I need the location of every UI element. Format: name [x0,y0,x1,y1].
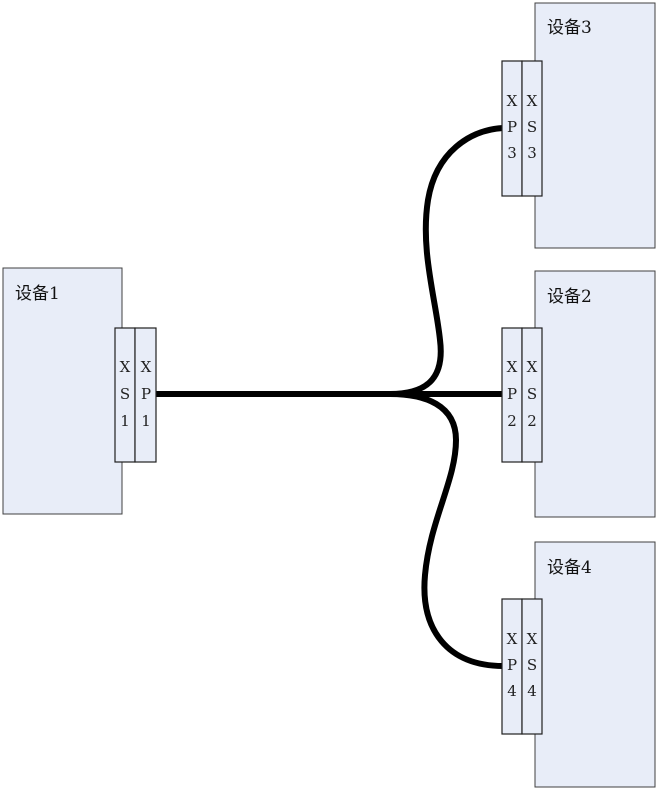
port-xp4: X P 4 [501,598,523,735]
device-4-label: 设备4 [547,558,592,578]
device-4-box [534,541,656,788]
port-xp3: X P 3 [501,60,523,197]
port-xp2-char-2: P [507,385,517,403]
port-xp2-char-1: X [507,358,518,376]
port-xp2-char-3: 2 [507,412,517,430]
port-xp3-char-1: X [507,92,518,110]
port-xp1-char-1: X [141,358,152,376]
port-xs4-char-2: S [527,656,537,674]
port-xp4-char-1: X [507,630,518,648]
port-xp1-char-2: P [141,385,151,403]
port-xs4-char-3: 4 [527,682,537,700]
port-xs2-char-3: 2 [527,412,537,430]
port-xs4: X S 4 [521,598,543,735]
port-xp3-char-2: P [507,118,517,136]
port-xs1: X S 1 [114,327,136,463]
port-xp3-char-3: 3 [507,144,517,162]
device-2-label: 设备2 [547,287,592,307]
device-3-label: 设备3 [547,18,592,38]
device-3: 设备3 [534,2,656,249]
port-xp4-char-2: P [507,656,517,674]
cable-harness [153,125,508,669]
port-xs3-char-1: X [527,92,538,110]
port-xs1-char-2: S [120,385,130,403]
device-2: 设备2 [534,270,656,518]
port-xp4-char-3: 4 [507,682,517,700]
port-xp1-box [134,327,157,463]
device-1-label: 设备1 [15,284,60,304]
device-3-box [534,2,656,249]
device-2-box [534,270,656,518]
port-xs2-char-2: S [527,385,537,403]
port-xs1-char-1: X [120,358,131,376]
port-xp1: X P 1 [134,327,157,463]
port-xs4-box [521,598,543,735]
port-xs3-char-3: 3 [527,144,537,162]
port-xs3-char-2: S [527,118,537,136]
port-xs1-char-3: 1 [120,412,130,430]
port-xp1-char-3: 1 [141,412,151,430]
port-xp2: X P 2 [501,327,523,463]
cable-branch-to-xp3 [387,125,506,397]
device-4: 设备4 [534,541,656,788]
cable-branch-to-xp4 [387,391,506,669]
port-xs2: X S 2 [521,327,543,463]
port-xs3-box [521,60,543,197]
port-xs2-char-1: X [527,358,538,376]
port-xs2-box [521,327,543,463]
port-xs4-char-1: X [527,630,538,648]
port-xs3: X S 3 [521,60,543,197]
device-1: 设备1 [2,267,123,515]
device-1-box [2,267,123,515]
